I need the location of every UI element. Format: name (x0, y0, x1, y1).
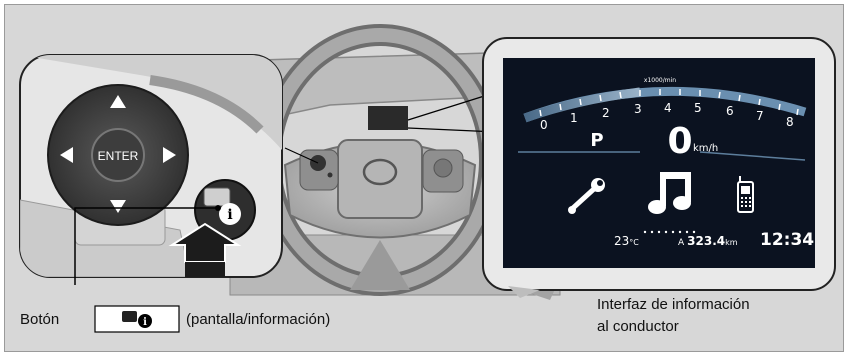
driver-info-interface-inset: x1000/min 0 1 2 3 4 5 6 7 8 P 0 km/h (482, 37, 836, 291)
steering-pad-inset: i (19, 54, 283, 285)
display-info-icon (203, 187, 231, 207)
trip-unit: km (725, 238, 738, 247)
enter-button[interactable] (91, 128, 145, 182)
wrench-icon (568, 178, 605, 214)
interface-caption-line1: Interfaz de información (597, 296, 750, 313)
tach-label-0: 0 (540, 118, 548, 132)
speed-value: 0 (667, 121, 692, 162)
tach-label-1: 1 (570, 111, 578, 125)
arrow-right-icon[interactable] (163, 147, 176, 163)
enter-label: ENTER (98, 149, 139, 163)
button-callout-line (74, 207, 218, 285)
tach-label-5: 5 (694, 101, 702, 115)
svg-text:i: i (143, 317, 147, 328)
tach-label-4: 4 (664, 101, 672, 115)
fuel-dots (643, 230, 696, 234)
trip-value: 323.4 (687, 234, 725, 248)
button-caption-suffix: (pantalla/información) (186, 311, 331, 328)
arrow-down-icon[interactable] (110, 200, 126, 213)
connector-line-left (284, 147, 319, 164)
tach-label-8: 8 (786, 115, 794, 129)
music-note-icon (648, 172, 691, 214)
tach-tick-labels: 0 1 2 3 4 5 6 7 8 (540, 101, 794, 132)
gear-indicator: P (590, 130, 603, 151)
pointer-arrow-icon (168, 222, 242, 263)
tach-label-7: 7 (756, 109, 764, 123)
temperature-unit: °C (629, 238, 639, 247)
speed-unit: km/h (693, 143, 718, 154)
button-caption-prefix: Botón (20, 311, 60, 328)
interface-caption-line2: al conductor (597, 318, 679, 335)
tach-label-6: 6 (726, 104, 734, 118)
phone-icon (737, 176, 754, 213)
tach-label-3: 3 (634, 102, 642, 116)
tach-unit: x1000/min (644, 77, 676, 84)
temperature-number: 23 (614, 234, 629, 248)
caption-display-icon (122, 311, 137, 322)
svg-text:i: i (227, 207, 232, 223)
arrow-up-icon[interactable] (110, 95, 126, 108)
honda-logo-icon (362, 158, 398, 186)
arrow-left-icon[interactable] (60, 147, 73, 163)
temperature-value: 23°C (614, 234, 639, 248)
caption-button-glyph: i (94, 305, 180, 333)
trip-label: A (678, 238, 685, 248)
clock: 12:34 (760, 230, 814, 250)
tach-label-2: 2 (602, 106, 610, 120)
tachometer-ticks (539, 89, 799, 117)
